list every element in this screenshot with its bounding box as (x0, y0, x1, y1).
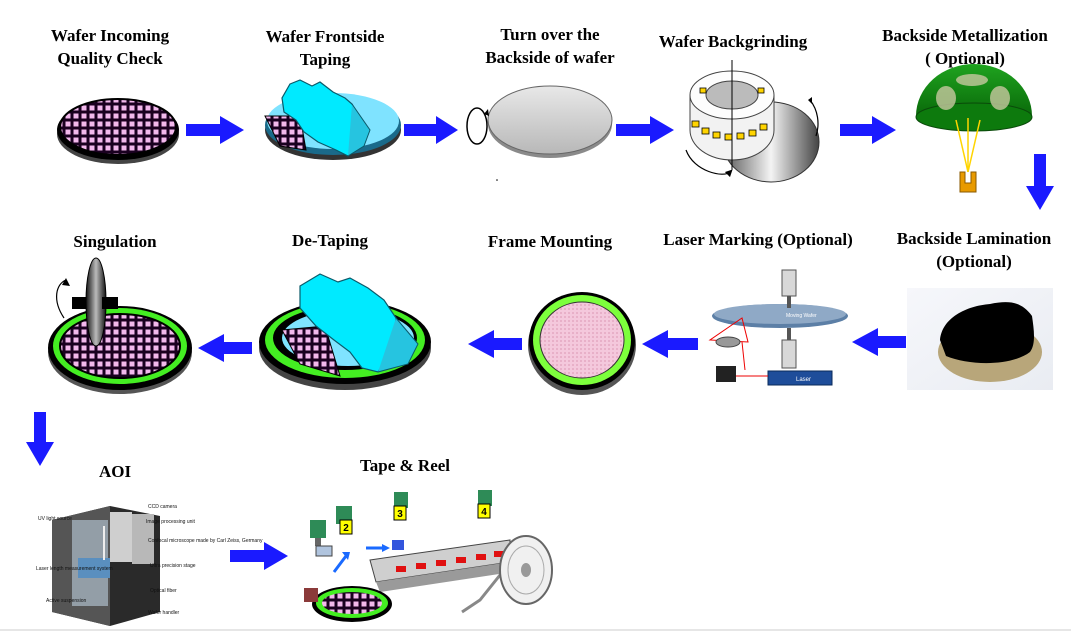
flow-arrows (26, 116, 1054, 570)
arrow-right-icon (230, 542, 288, 570)
step-label-line: Turn over the (500, 25, 600, 44)
frontside-taping-graphic (264, 79, 401, 160)
step-label-aoi: AOI (85, 460, 145, 483)
step-label-lamination: Backside Lamination (Optional) (878, 227, 1070, 273)
arrow-right-icon (840, 116, 896, 144)
step-label-line: Frame Mounting (487, 232, 613, 251)
wafer-incoming-graphic (57, 98, 179, 164)
step-label-line: Tape & Reel (359, 456, 451, 475)
de-taping-graphic (259, 273, 431, 390)
backgrinding-graphic (685, 60, 820, 183)
step-label-line: Laser Marking (Optional) (663, 230, 853, 249)
step-label-line: Singulation (73, 232, 157, 251)
step-label-line: Backside Lamination (896, 229, 1052, 248)
frame-mounting-graphic (528, 292, 636, 395)
arrow-right-icon (616, 116, 674, 144)
arrow-left-icon (468, 330, 522, 358)
aoi-ccd-label: CCD camera (148, 504, 177, 510)
laser-marking-graphic: Moving Wafer Laser (708, 269, 848, 386)
step-label-singulation: Singulation (45, 230, 185, 253)
aoi-laser-length-label: Laser length measurement system (36, 566, 113, 572)
arrow-left-icon (642, 330, 698, 358)
arrow-right-icon (186, 116, 244, 144)
aoi-image-label: Image processing unit (146, 519, 196, 525)
pick-number-4: 4 (481, 507, 487, 518)
laser-box-text: Laser (796, 377, 811, 383)
step-label-line: AOI (98, 462, 132, 481)
aoi-fiber-label: Optical fiber (150, 588, 177, 594)
step-label-frame-mounting: Frame Mounting (470, 230, 630, 253)
pick-number-3: 3 (397, 509, 403, 520)
pick-number-2: 2 (343, 523, 349, 534)
moving-wafer-text: Moving Wafer (786, 313, 817, 319)
step-label-tape-reel: Tape & Reel (335, 454, 475, 477)
step-label-wafer-incoming: Wafer Incoming Quality Check (25, 24, 195, 70)
step-label-line: Backside of wafer (485, 48, 615, 67)
step-label-turn-over: Turn over the Backside of wafer (465, 23, 635, 69)
singulation-graphic (48, 257, 192, 394)
arrow-down-icon (26, 412, 54, 466)
turnover-graphic (466, 85, 613, 181)
step-label-laser-marking: Laser Marking (Optional) (642, 228, 874, 251)
step-label-metallization: Backside Metallization ( Optional) (860, 24, 1070, 70)
aoi-uv-label: UV light source (38, 516, 72, 522)
tape-reel-graphic: 2 3 4 (304, 490, 553, 622)
step-label-line: Backside Metallization (882, 26, 1048, 45)
step-label-line: Wafer Incoming (50, 26, 170, 45)
aoi-handler-label: Wafer handler (148, 610, 180, 616)
aoi-graphic: UV light source CCD camera Image process… (36, 504, 263, 626)
aoi-confocal-label: Confocal microscope made by Carl Zeiss, … (148, 538, 263, 544)
step-label-line: Wafer Frontside (265, 27, 385, 46)
step-label-frontside-taping: Wafer Frontside Taping (240, 25, 410, 71)
step-label-de-taping: De-Taping (260, 229, 400, 252)
aoi-suspension-label: Active suspension (46, 598, 87, 604)
arrow-left-icon (852, 328, 906, 356)
step-label-line: Quality Check (57, 49, 163, 68)
arrow-down-icon (1026, 154, 1054, 210)
step-label-line: (Optional) (936, 252, 1012, 271)
step-label-line: Taping (299, 50, 351, 69)
arrow-left-icon (198, 334, 252, 362)
step-label-line: ( Optional) (925, 49, 1005, 68)
step-label-line: Wafer Backgrinding (658, 32, 808, 51)
step-label-backgrinding: Wafer Backgrinding (638, 30, 828, 53)
metallization-graphic (915, 64, 1033, 193)
arrow-right-icon (404, 116, 458, 144)
aoi-stage-label: Ultra precision stage (150, 563, 196, 569)
lamination-graphic (907, 288, 1053, 390)
step-label-line: De-Taping (292, 231, 368, 250)
